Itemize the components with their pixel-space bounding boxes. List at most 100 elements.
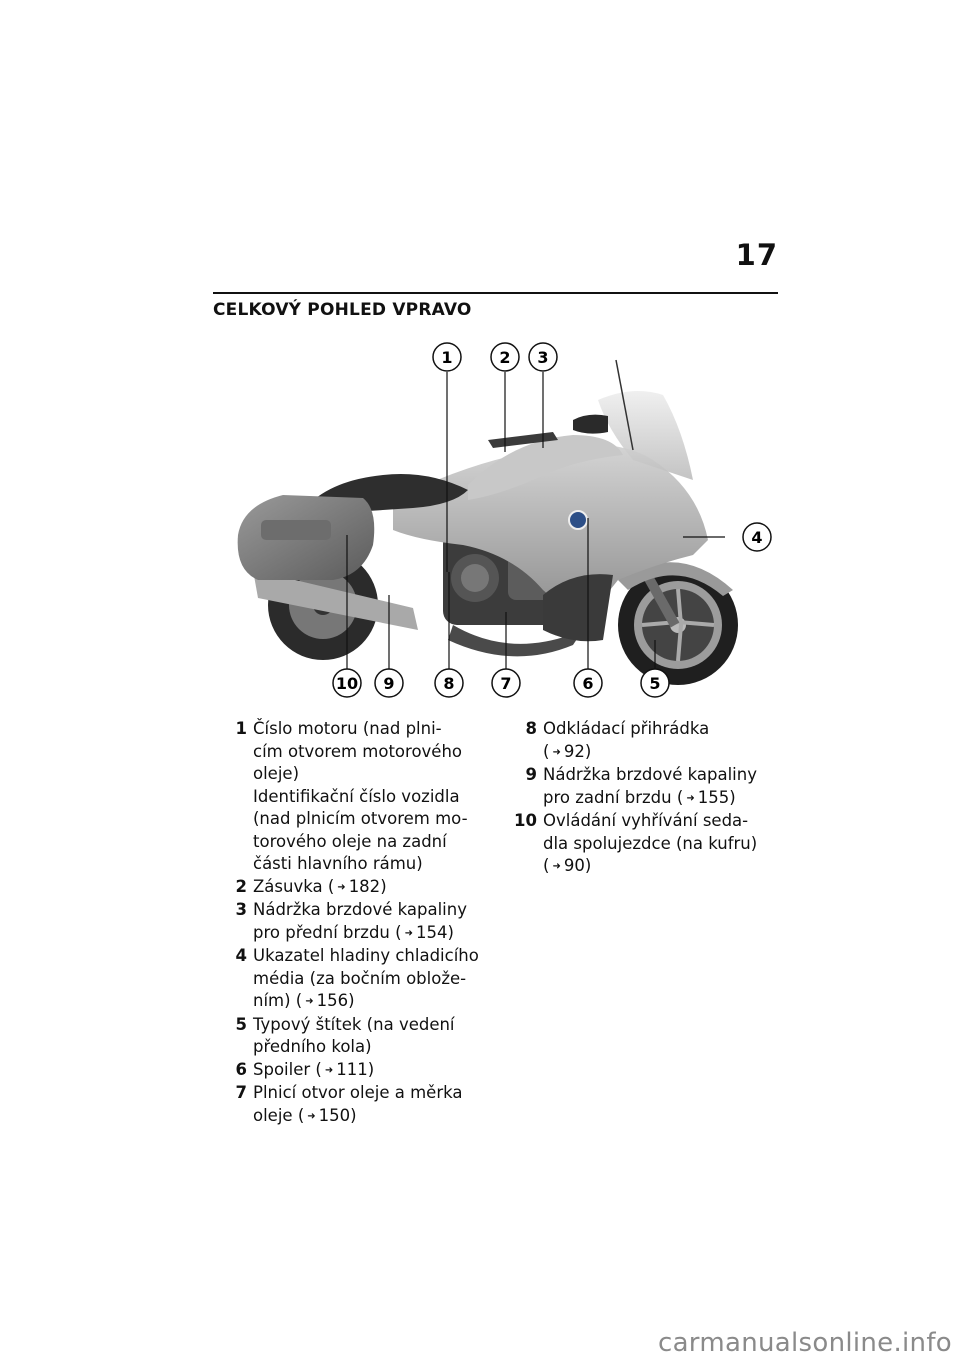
- legend-line: pro přední brzdu (➜154): [253, 922, 498, 946]
- page-reference-link[interactable]: (➜155): [672, 788, 736, 807]
- legend-item-text: Odkládací přihrádka (➜92): [543, 718, 783, 764]
- svg-text:3: 3: [537, 348, 548, 367]
- brand-logo: [568, 510, 588, 530]
- legend-line: Ukazatel hladiny chladicího: [253, 946, 479, 965]
- legend-item-text: Nádržka brzdové kapaliny pro přední brzdu…: [253, 899, 498, 945]
- legend-item-number: 7: [235, 1083, 247, 1102]
- legend-line: části hlavního rámu): [253, 854, 423, 873]
- callout-2: 2: [490, 342, 520, 372]
- legend-line: Nádržka brzdové kapaliny: [253, 900, 467, 919]
- fuel-tank: [468, 435, 623, 500]
- arrow-right-icon: ➜: [552, 861, 561, 872]
- callout-8: 8: [434, 668, 464, 698]
- arrow-right-icon: ➜: [337, 881, 346, 893]
- legend-line: Identifikační číslo vozidla: [253, 786, 460, 806]
- header-rule: [213, 292, 778, 294]
- arrow-right-icon: ➜: [552, 746, 561, 758]
- front-fender: [618, 562, 733, 596]
- legend-item-number: 1: [235, 719, 247, 738]
- legend-left: 1 Číslo motoru (nad plni-cím otvorem moto…: [213, 718, 498, 1128]
- legend-line: cím otvorem motorového: [253, 741, 463, 761]
- svg-text:4: 4: [751, 528, 762, 547]
- svg-text:1: 1: [441, 348, 452, 367]
- legend-item-number: 8: [525, 719, 537, 738]
- page-reference-link[interactable]: (➜92): [543, 742, 591, 761]
- legend-right: 8 Odkládací přihrádka (➜92) 9 Nádržka brzdov…: [503, 718, 783, 879]
- svg-text:5: 5: [649, 674, 660, 693]
- legend-line: Číslo motoru (nad plni-: [253, 719, 442, 738]
- legend-line: torového oleje na zadní: [253, 831, 447, 851]
- section-title: CELKOVÝ POHLED VPRAVO: [213, 300, 472, 320]
- legend-item-text: Ovládání vyhřívání seda-dla spolujezdce …: [543, 810, 783, 879]
- legend-line: Spoiler (➜111): [253, 1059, 498, 1083]
- callout-1: 1: [432, 342, 462, 372]
- svg-text:2: 2: [499, 348, 510, 367]
- page-number: 17: [735, 238, 778, 272]
- callout-6: 6: [573, 668, 603, 698]
- callout-circles: 1 2 3 4 5 6 7 8 9 10: [332, 342, 772, 698]
- legend-item-number: 10: [514, 811, 537, 830]
- legend-line: (➜92): [543, 741, 783, 765]
- motorcycle-figure: 1 2 3 4 5 6 7 8 9 10: [213, 340, 778, 705]
- page-reference-link[interactable]: (➜90): [543, 856, 591, 875]
- legend-item-number: 4: [235, 946, 247, 965]
- svg-text:6: 6: [582, 674, 593, 693]
- legend-line: ním) (➜156): [253, 990, 498, 1014]
- legend-item-1: 1 Číslo motoru (nad plni-cím otvorem moto…: [213, 718, 498, 876]
- arrow-right-icon: ➜: [305, 996, 314, 1007]
- legend-line: předního kola): [253, 1037, 372, 1056]
- callout-5: 5: [640, 668, 670, 698]
- legend-item-text: Spoiler (➜111): [253, 1059, 498, 1083]
- side-case-lid: [261, 520, 331, 540]
- motorcycle-illustration: 1 2 3 4 5 6 7 8 9 10: [237, 342, 772, 698]
- callout-3: 3: [528, 342, 558, 372]
- svg-text:9: 9: [383, 674, 394, 693]
- legend-item-text: Ukazatel hladiny chladicího média (za boč…: [253, 945, 498, 1014]
- legend-item-2: 2 Zásuvka (➜182): [213, 876, 498, 900]
- svg-text:10: 10: [336, 674, 358, 693]
- arrow-right-icon: ➜: [686, 792, 695, 804]
- svg-text:7: 7: [500, 674, 511, 693]
- legend-item-text: Číslo motoru (nad plni-cím otvorem motor…: [253, 718, 498, 876]
- front-wheel: [618, 565, 738, 685]
- callout-7: 7: [491, 668, 521, 698]
- arrow-right-icon: ➜: [307, 1110, 316, 1122]
- legend-item-number: 2: [235, 876, 247, 896]
- legend-line: pro zadní brzdu (➜155): [543, 787, 783, 811]
- page-reference-link[interactable]: (➜154): [390, 923, 454, 942]
- legend-line: Plnicí otvor oleje a měrka: [253, 1083, 463, 1102]
- legend-item-4: 4 Ukazatel hladiny chladicího média (za bo…: [213, 945, 498, 1014]
- legend-line: Odkládací přihrádka: [543, 719, 710, 738]
- legend-item-8: 8 Odkládací přihrádka (➜92): [503, 718, 783, 764]
- callout-leaders: [346, 372, 725, 670]
- legend-line: dla spolujezdce (na kufru): [543, 833, 758, 853]
- legend-item-text: Typový štítek (na vedení předního kola): [253, 1014, 498, 1059]
- mirror: [573, 414, 608, 434]
- lower-spoiler: [543, 574, 613, 642]
- legend-item-text: Zásuvka (➜182): [253, 876, 498, 900]
- arrow-right-icon: ➜: [404, 927, 413, 939]
- legend-line: (➜90): [543, 855, 783, 879]
- page-reference-link[interactable]: (➜182): [323, 877, 387, 896]
- legend-item-5: 5 Typový štítek (na vedení předního kola): [213, 1014, 498, 1059]
- page-reference-link[interactable]: (➜150): [293, 1106, 357, 1125]
- page-reference-link[interactable]: (➜111): [310, 1060, 374, 1079]
- legend-line: Typový štítek (na vedení: [253, 1014, 455, 1034]
- legend-line: média (za bočním oblože-: [253, 968, 467, 988]
- legend-item-number: 5: [235, 1014, 247, 1034]
- svg-text:8: 8: [443, 674, 454, 693]
- callout-9: 9: [374, 668, 404, 698]
- legend-line: oleje): [253, 764, 300, 783]
- legend-item-10: 10 Ovládání vyhřívání seda-dla spolujezdc…: [503, 810, 783, 879]
- legend-item-number: 9: [525, 765, 537, 784]
- page-reference-link[interactable]: (➜156): [291, 991, 355, 1010]
- legend-line: (nad plnicím otvorem mo-: [253, 809, 468, 828]
- legend-item-number: 3: [235, 900, 247, 919]
- legend-line: Zásuvka (➜182): [253, 876, 498, 900]
- legend-item-6: 6 Spoiler (➜111): [213, 1059, 498, 1083]
- legend-item-number: 6: [235, 1059, 247, 1079]
